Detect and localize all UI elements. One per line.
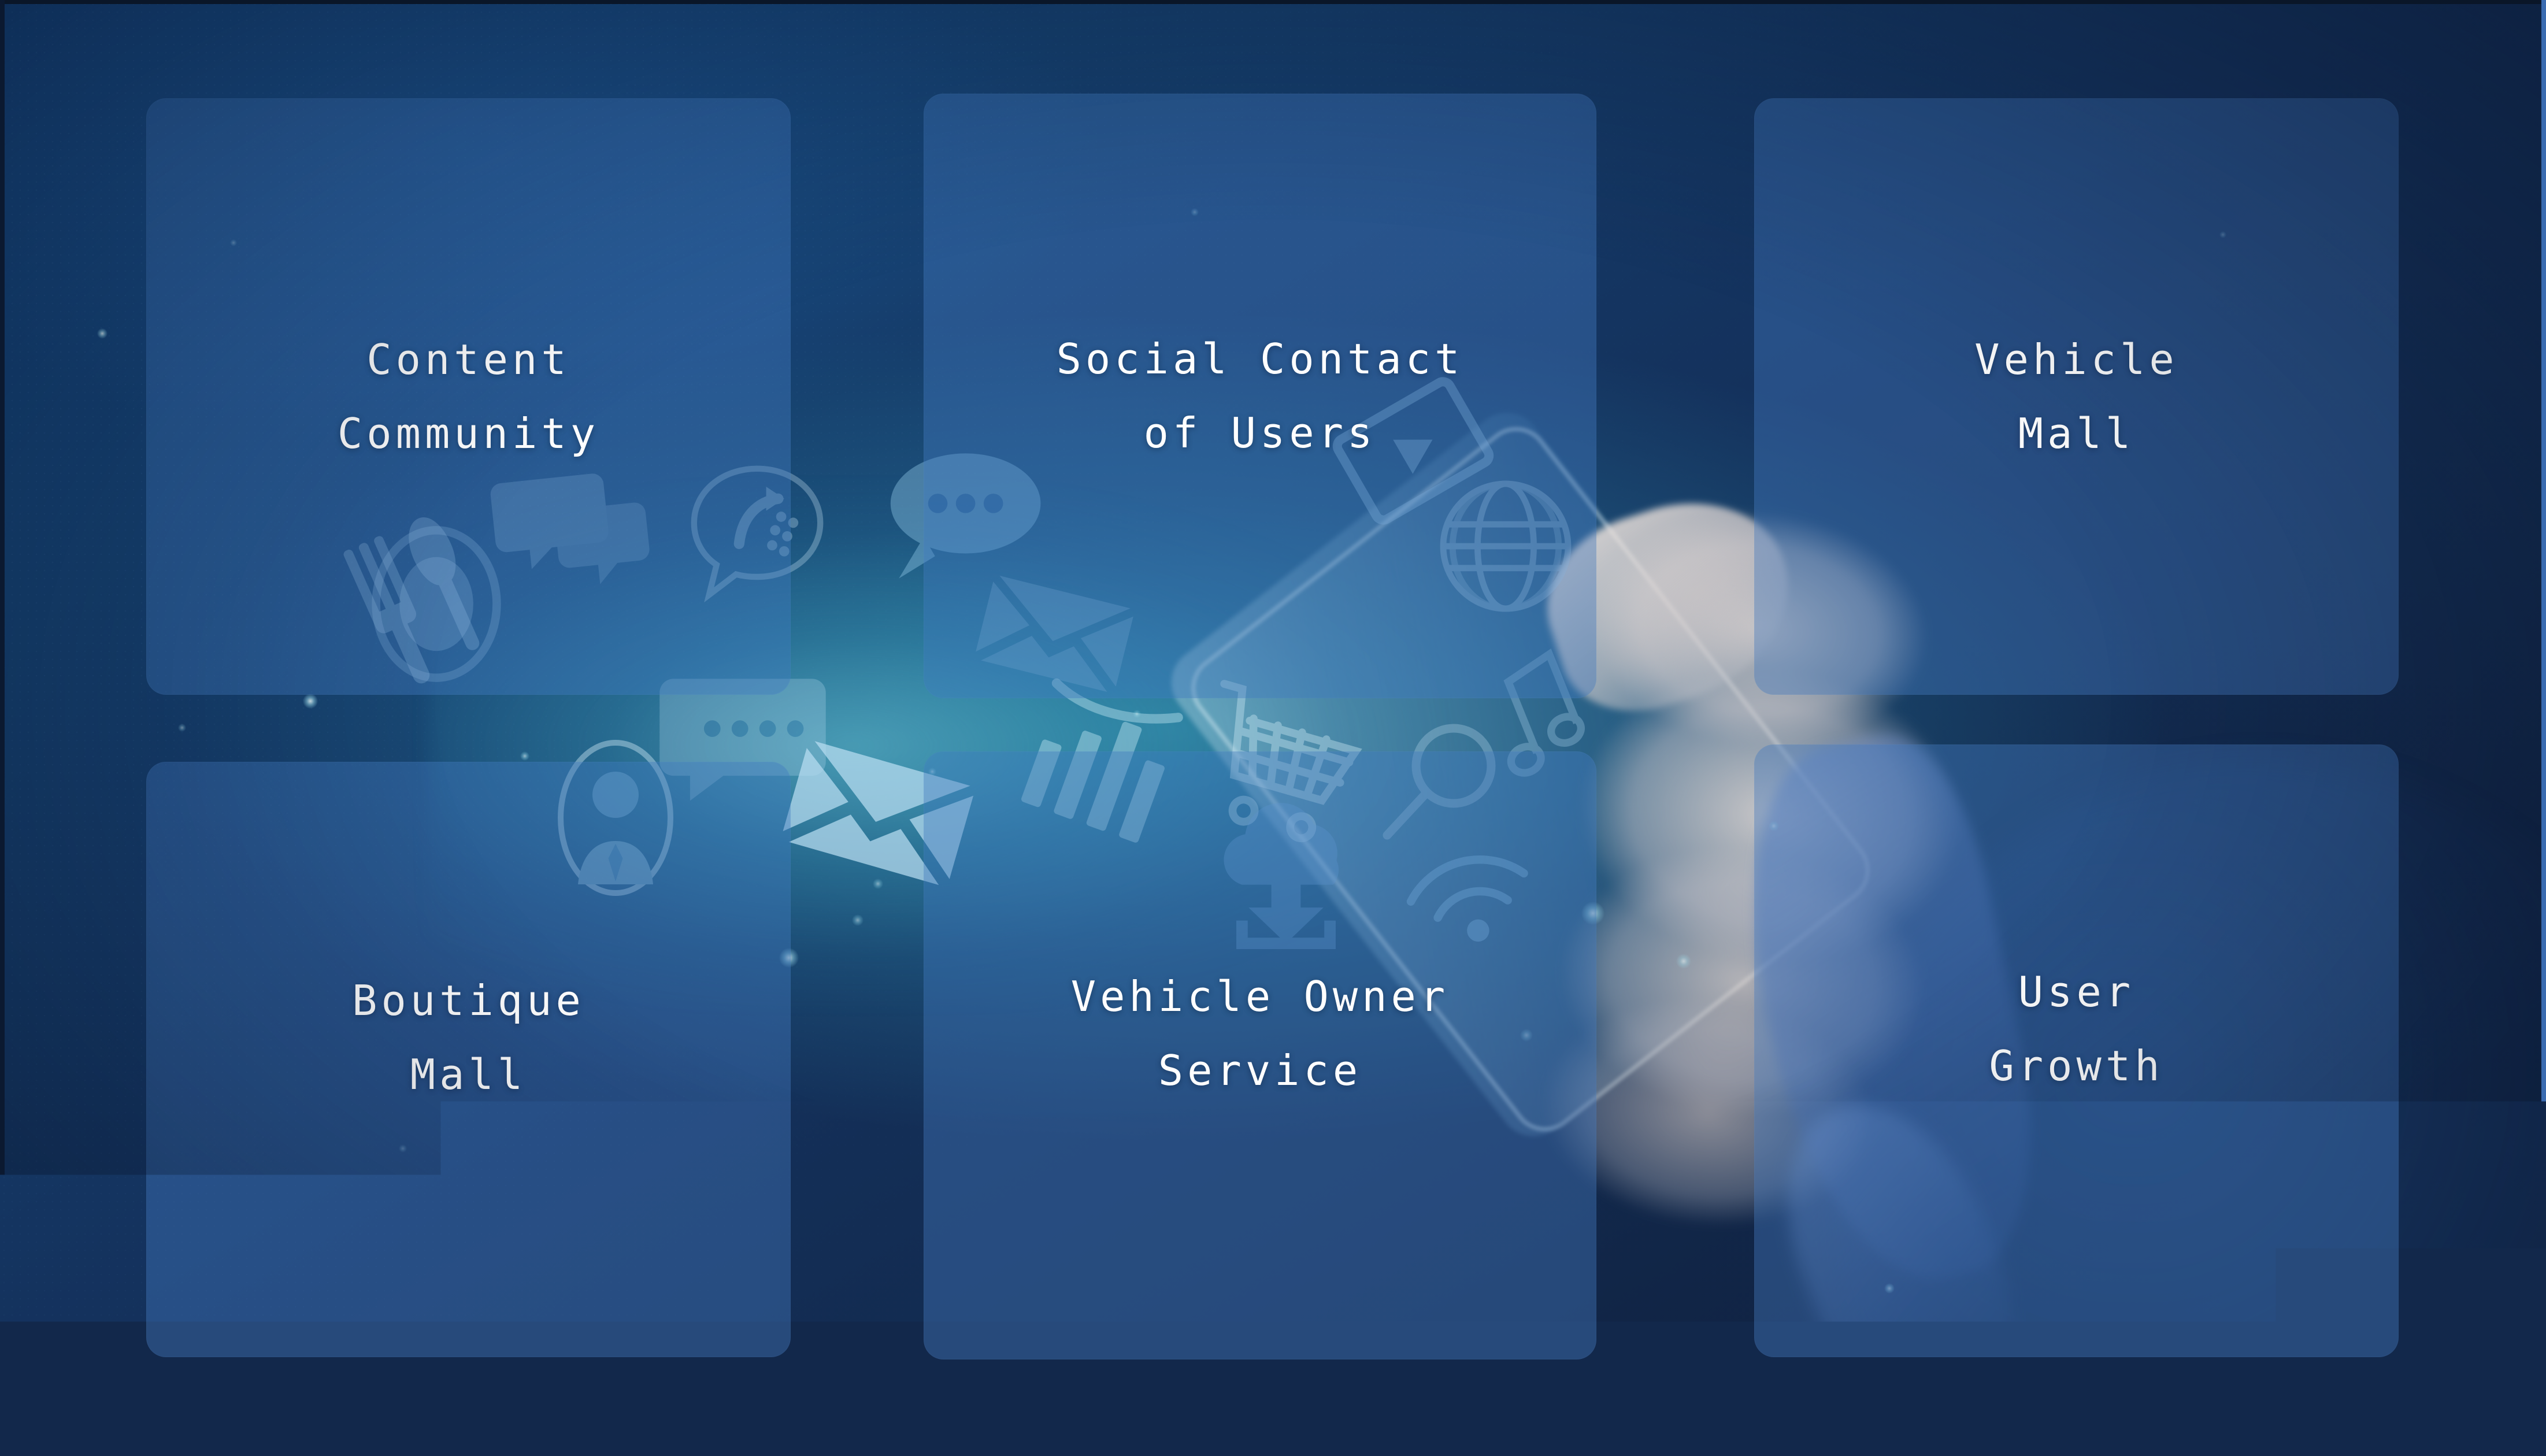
card-social-contact[interactable]: Social Contact of Users bbox=[924, 94, 1596, 698]
card-content-community[interactable]: Content Community bbox=[146, 98, 791, 695]
card-title-block: Boutique Mall bbox=[352, 980, 585, 1095]
card-title-block: Vehicle Mall bbox=[1974, 339, 2178, 454]
card-title-line2: Growth bbox=[1989, 1045, 2163, 1087]
card-user-growth[interactable]: User Growth bbox=[1754, 744, 2399, 1357]
card-title-line1: Boutique bbox=[352, 980, 585, 1021]
card-title-line2: Mall bbox=[352, 1054, 585, 1095]
card-title-line1: Vehicle bbox=[1974, 339, 2178, 380]
frame-left-edge bbox=[0, 0, 5, 1456]
card-title-line2: Service bbox=[1071, 1050, 1450, 1091]
card-title-line2: of Users bbox=[1057, 412, 1464, 454]
card-vehicle-owner-service[interactable]: Vehicle Owner Service bbox=[924, 751, 1596, 1359]
card-title-block: Vehicle Owner Service bbox=[1071, 976, 1450, 1091]
card-title-line2: Mall bbox=[1974, 413, 2178, 454]
card-boutique-mall[interactable]: Boutique Mall bbox=[146, 762, 791, 1357]
card-title-block: Content Community bbox=[338, 339, 599, 454]
card-title-line2: Community bbox=[338, 413, 599, 454]
card-title-line1: User bbox=[1989, 971, 2163, 1013]
card-title-block: User Growth bbox=[1989, 971, 2163, 1087]
frame-right-edge bbox=[2541, 0, 2546, 1456]
frame-bottom-edge bbox=[0, 1451, 2546, 1456]
card-title-line1: Social Contact bbox=[1057, 338, 1464, 380]
card-title-line1: Vehicle Owner bbox=[1071, 976, 1450, 1017]
card-title-line1: Content bbox=[338, 339, 599, 380]
card-title-block: Social Contact of Users bbox=[1057, 338, 1464, 454]
frame-top-edge bbox=[0, 0, 2546, 4]
card-vehicle-mall[interactable]: Vehicle Mall bbox=[1754, 98, 2399, 695]
